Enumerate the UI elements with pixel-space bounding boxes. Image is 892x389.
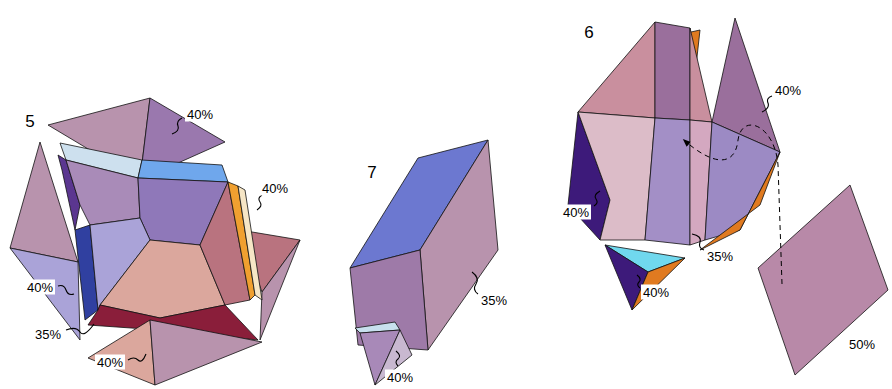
leader-line (58, 286, 74, 295)
figure-six (568, 18, 888, 375)
body-face (66, 160, 140, 225)
right-piece-face (260, 240, 300, 340)
leader-line (692, 234, 704, 250)
cluster-face (700, 152, 780, 250)
percent-label: 40% (260, 181, 290, 196)
move-arrow (684, 125, 782, 284)
leader-line (257, 195, 262, 210)
rhombus-piece (758, 185, 888, 375)
figure-five (10, 98, 300, 385)
cluster-face (690, 28, 712, 122)
box-face (420, 140, 498, 350)
bottom-piece-face (150, 320, 262, 385)
figure-number: 5 (23, 112, 36, 131)
percent-label: 35% (479, 293, 509, 308)
leader-line (637, 275, 640, 288)
cluster-face (645, 118, 690, 245)
leader-line (762, 96, 772, 112)
percent-label: 40% (641, 285, 671, 300)
percent-label: 40% (25, 280, 55, 295)
leader-lines (58, 96, 772, 366)
percent-label: 50% (847, 337, 877, 352)
bottom-piece-face (88, 320, 155, 385)
percent-label: 35% (33, 327, 63, 342)
cluster-face (655, 22, 690, 120)
leader-line (128, 354, 146, 361)
cluster-face (578, 22, 655, 118)
percent-label: 35% (705, 249, 735, 264)
leader-line (396, 351, 400, 366)
percent-label: 40% (185, 107, 215, 122)
leader-line (172, 118, 182, 134)
body-face (238, 186, 262, 300)
figure-number: 6 (582, 23, 595, 42)
tetra-face (632, 258, 685, 310)
leader-line (594, 191, 600, 206)
cluster-face (578, 112, 655, 240)
percent-label: 40% (561, 205, 591, 220)
figure-seven (350, 140, 498, 385)
percent-label: 40% (773, 83, 803, 98)
leader-line (472, 272, 478, 294)
percent-label: 40% (95, 355, 125, 370)
percent-label: 40% (385, 370, 415, 385)
figure-number: 7 (365, 163, 378, 182)
leader-line (66, 324, 94, 334)
